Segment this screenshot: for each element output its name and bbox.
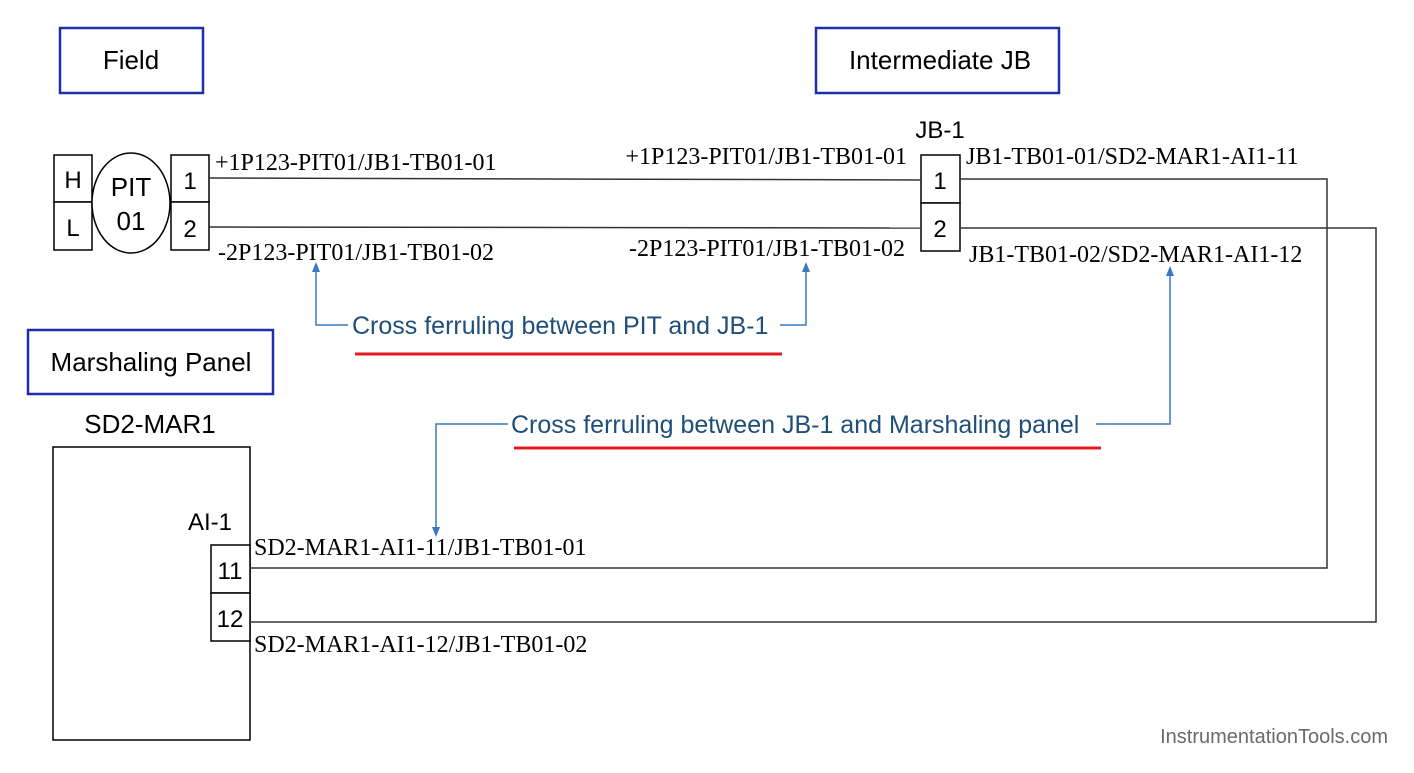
transmitter-tag-line1: PIT [111, 172, 152, 202]
low-terminal-label: L [66, 215, 79, 242]
wire-field-to-jb-positive [208, 177, 922, 181]
wire-jb-to-panel-11 [250, 178, 1328, 569]
field-terminal-2: 2 [183, 216, 196, 243]
field-label: Field [103, 45, 159, 75]
ferrule-jb-in-plus: +1P123-PIT01/JB1-TB01-01 [625, 144, 907, 170]
marshaling-panel: SD2-MAR1 AI-1 11 12 [52, 409, 251, 741]
ferrule-jb-out-2: JB1-TB01-02/SD2-MAR1-AI1-12 [969, 242, 1302, 268]
panel-name: SD2-MAR1 [84, 409, 215, 439]
marshaling-panel-section-header: Marshaling Panel [26, 328, 275, 396]
panel-terminal-11: 11 [218, 558, 243, 585]
field-terminal-1: 1 [183, 168, 196, 195]
ferrule-field-minus: -2P123-PIT01/JB1-TB01-02 [218, 240, 494, 266]
annotation-text-pit-jb: Cross ferruling between PIT and JB-1 [352, 312, 768, 340]
ferrule-field-plus: +1P123-PIT01/JB1-TB01-01 [215, 150, 497, 176]
transmitter-tag-line2: 01 [117, 206, 146, 236]
high-terminal-label: H [64, 167, 81, 194]
junction-box: JB-1 1 2 [915, 117, 965, 252]
intermediate-jb-label: Intermediate JB [849, 45, 1031, 75]
wire-field-to-jb-negative [208, 226, 922, 229]
junction-box-name: JB-1 [915, 117, 964, 144]
callout-arrow-to-jb-ferrule [780, 262, 810, 326]
marshaling-panel-label: Marshaling Panel [51, 347, 252, 377]
callout-arrow-to-panel-ferrule [432, 423, 508, 537]
pressure-transmitter: H L PIT 01 1 2 [53, 152, 210, 254]
callout-arrow-to-field-ferrule [312, 262, 348, 326]
jb-terminal-1: 1 [933, 168, 946, 195]
panel-card-label: AI-1 [188, 509, 232, 536]
annotation-jb-panel: Cross ferruling between JB-1 and Marshal… [432, 266, 1174, 537]
ferrule-panel-12: SD2-MAR1-AI1-12/JB1-TB01-02 [254, 632, 587, 658]
ferrule-panel-11: SD2-MAR1-AI1-11/JB1-TB01-01 [254, 535, 586, 561]
transmitter-bubble [91, 152, 171, 254]
intermediate-jb-section-header: Intermediate JB [814, 26, 1061, 95]
callout-arrow-to-jb-out-ferrule [1096, 266, 1174, 425]
ferrule-labels: +1P123-PIT01/JB1-TB01-01 -2P123-PIT01/JB… [215, 144, 1302, 658]
wire-jb-to-panel-12 [250, 227, 1377, 623]
jb-terminal-2: 2 [933, 216, 946, 243]
annotation-pit-jb: Cross ferruling between PIT and JB-1 [312, 262, 810, 356]
ferrule-jb-out-1: JB1-TB01-01/SD2-MAR1-AI1-11 [966, 144, 1298, 170]
panel-terminal-12: 12 [217, 606, 244, 633]
field-section-header: Field [58, 26, 205, 95]
annotation-text-jb-panel: Cross ferruling between JB-1 and Marshal… [511, 411, 1079, 439]
ferrule-jb-in-minus: -2P123-PIT01/JB1-TB01-02 [629, 236, 905, 262]
wiring [208, 177, 1377, 623]
watermark: InstrumentationTools.com [1160, 726, 1388, 748]
